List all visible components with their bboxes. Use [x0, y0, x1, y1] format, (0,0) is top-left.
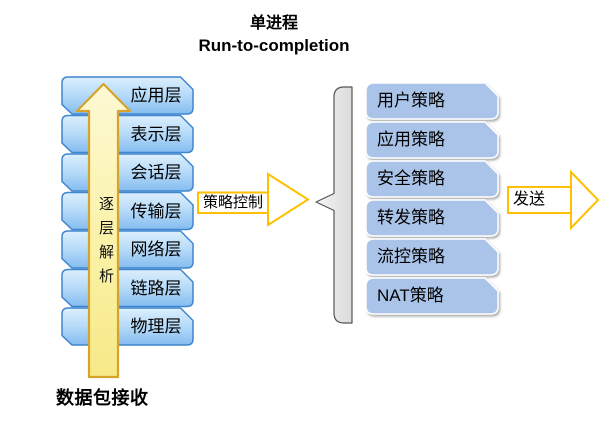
policy-box	[365, 121, 499, 159]
osi-layer-label: 应用层	[130, 86, 182, 105]
send-arrow-label: 发送	[513, 191, 546, 208]
policy-box	[365, 238, 499, 276]
policy-box	[365, 199, 499, 237]
send-arrow-body	[507, 186, 572, 214]
osi-layer-label: 物理层	[130, 317, 182, 336]
policy-control-label: 策略控制	[202, 194, 263, 211]
policy-box-label: 用户策略	[377, 91, 445, 110]
policy-control-arrow-head	[267, 172, 310, 227]
osi-layer-label: 会话层	[130, 163, 182, 182]
grouping-brace	[315, 86, 353, 324]
up-arrow	[75, 82, 132, 379]
osi-layer-label: 传输层	[130, 201, 182, 221]
title-line-en: Run-to-completion	[198, 36, 350, 55]
policy-box	[365, 82, 499, 120]
osi-layer-label: 链路层	[130, 278, 182, 298]
policy-box-label: 转发策略	[377, 208, 445, 227]
policy-box-label: 流控策略	[377, 247, 445, 266]
policy-box	[365, 277, 499, 315]
policy-box	[365, 160, 499, 198]
osi-layer-label: 网络层	[130, 240, 182, 259]
policy-box-label: 安全策略	[377, 169, 445, 188]
packet-receive-caption: 数据包接收	[56, 388, 149, 408]
send-arrow-head	[570, 169, 600, 231]
title-line-cn: 单进程	[249, 15, 298, 32]
page-title: 单进程 Run-to-completion	[94, 13, 454, 57]
osi-layer-label: 表示层	[130, 124, 182, 144]
policy-box-label: NAT策略	[377, 286, 444, 305]
up-arrow-label: 逐层解析	[97, 196, 114, 292]
policy-box-label: 应用策略	[377, 130, 445, 149]
